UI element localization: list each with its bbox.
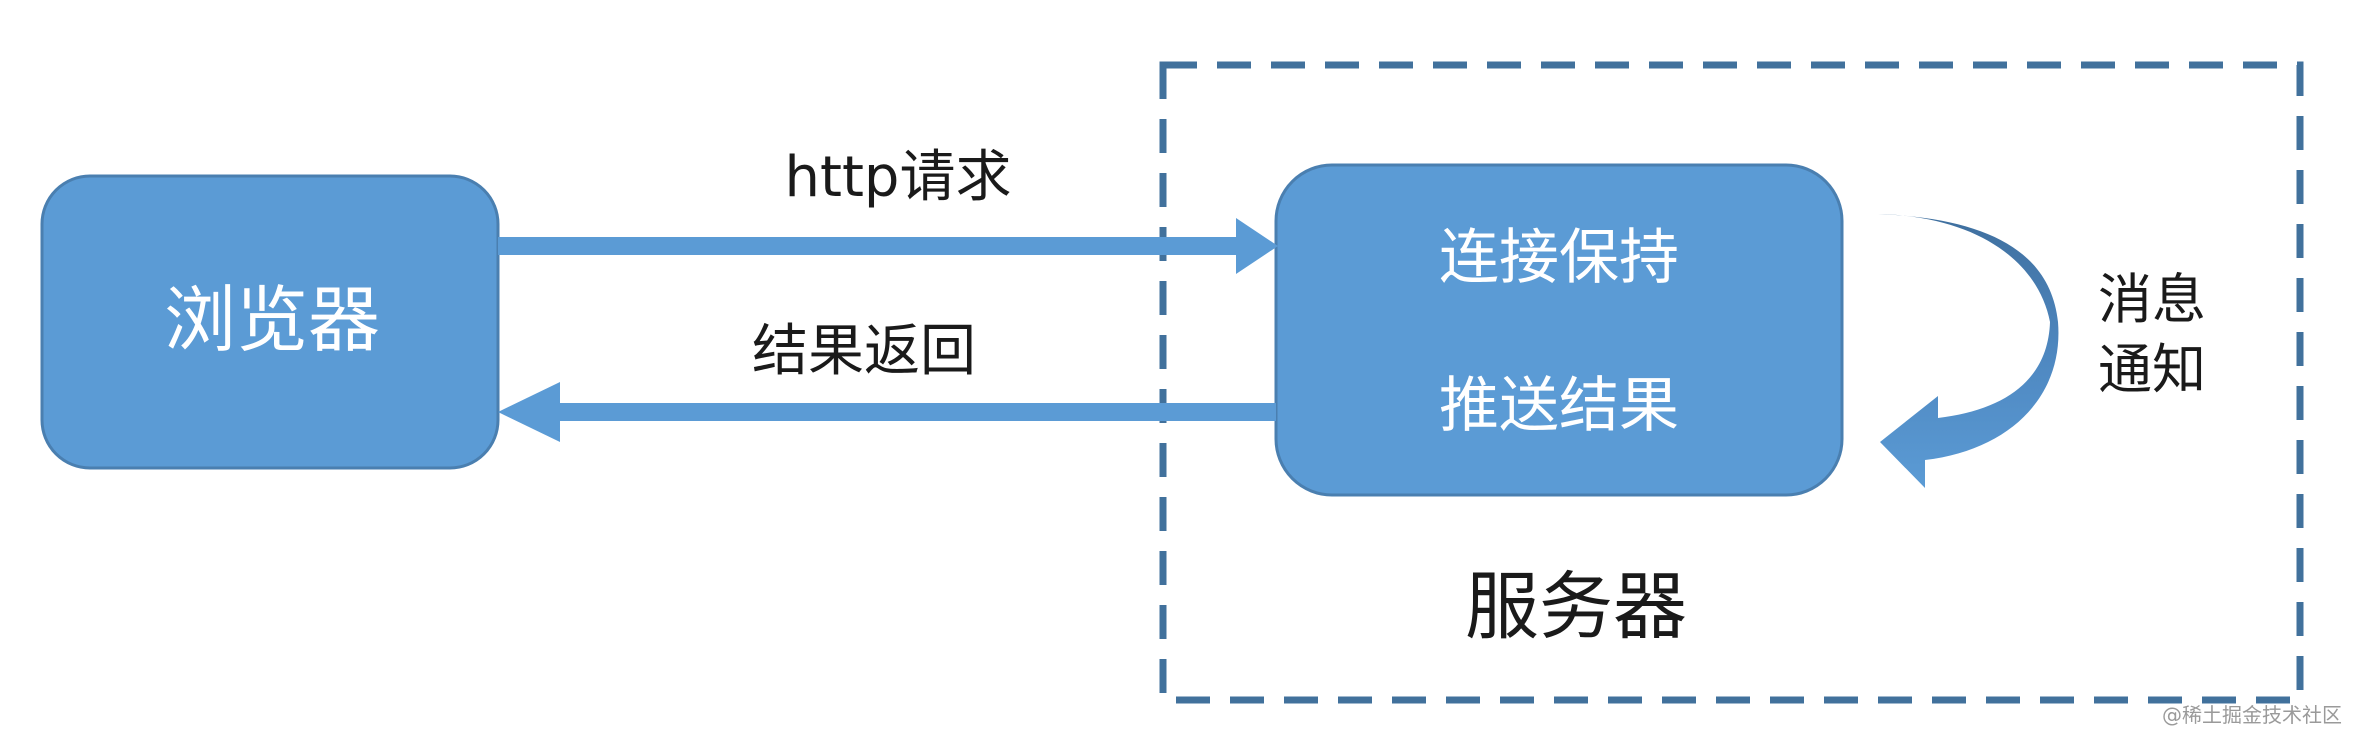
- notification-label: 通知: [2098, 338, 2206, 401]
- watermark: @稀土掘金技术社区: [2162, 703, 2342, 727]
- request-label: http请求: [785, 145, 1012, 210]
- request-arrow: [498, 218, 1278, 274]
- message-label: 消息: [2098, 268, 2206, 331]
- response-arrow: [498, 382, 1276, 442]
- response-label: 结果返回: [752, 319, 976, 384]
- server-container: [1159, 61, 2304, 704]
- push-result-label: 推送结果: [1439, 371, 1679, 441]
- browser-label: 浏览器: [164, 278, 380, 362]
- connection-keep-label: 连接保持: [1439, 223, 1679, 293]
- loop-arrow: [1878, 214, 2059, 488]
- browser-node: [40, 174, 500, 470]
- server-label: 服务器: [1465, 564, 1687, 650]
- connection-node: [1274, 163, 1844, 497]
